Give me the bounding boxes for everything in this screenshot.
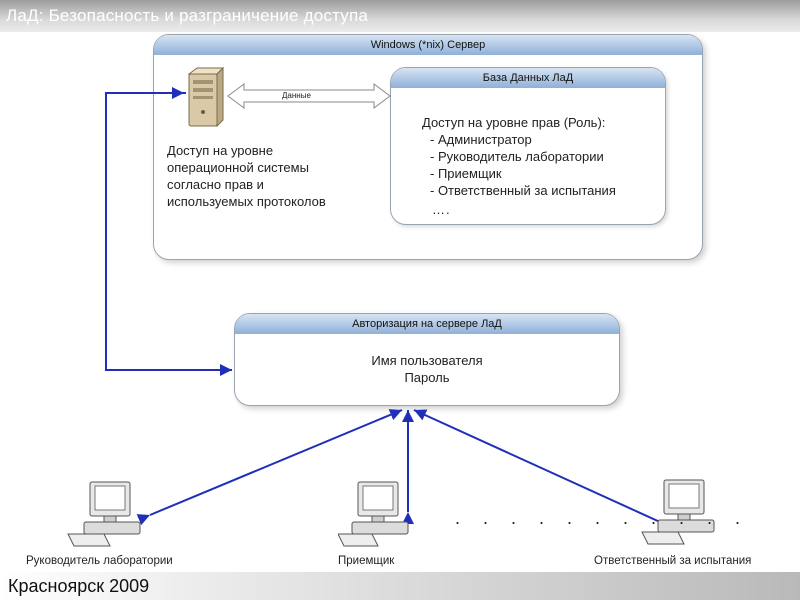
- connector-responsible: [413, 409, 674, 533]
- slide-title: ЛаД: Безопасность и разграничение доступ…: [6, 6, 369, 25]
- role-list: - Администратор - Руководитель лаборатор…: [422, 131, 616, 199]
- os-access-line: используемых протоколов: [167, 194, 326, 209]
- client-responsible: [640, 474, 720, 551]
- client-receiver: [337, 476, 418, 553]
- client-head-of-lab: [64, 476, 144, 553]
- password-label: Пароль: [404, 370, 450, 385]
- role-item: - Администратор: [430, 132, 532, 147]
- auth-fields: Имя пользователя Пароль: [235, 352, 619, 386]
- client-label-responsible: Ответственный за испытания: [594, 555, 752, 567]
- computer-icon: [67, 481, 141, 547]
- database-access-text: Доступ на уровне прав (Роль): - Админист…: [422, 114, 616, 199]
- computer-icon: [641, 479, 715, 545]
- database-panel: База Данных ЛаД: [390, 67, 666, 225]
- server-icon: [187, 66, 225, 128]
- role-list-more: ….: [432, 202, 451, 217]
- os-access-line: операционной системы: [167, 160, 309, 175]
- auth-panel-title: Авторизация на сервере ЛаД: [235, 314, 619, 334]
- role-item: - Приемщик: [430, 166, 502, 181]
- footer-bar: [0, 572, 800, 600]
- os-access-line: Доступ на уровне: [167, 143, 274, 158]
- os-access-line: согласно прав и: [167, 177, 264, 192]
- role-item: - Ответственный за испытания: [430, 183, 616, 198]
- header-bar: [0, 0, 800, 32]
- server-auth-connector: [105, 87, 232, 376]
- footer-text: Красноярск 2009: [8, 576, 150, 596]
- client-connectors: [136, 409, 674, 533]
- data-exchange-arrow: [227, 83, 391, 109]
- os-access-text: Доступ на уровне операционной системы со…: [167, 142, 326, 210]
- data-arrow-label: Данные: [282, 91, 311, 100]
- database-panel-title: База Данных ЛаД: [391, 68, 665, 88]
- client-label-receiver: Приемщик: [338, 555, 395, 567]
- username-label: Имя пользователя: [371, 353, 483, 368]
- connector-head-of-lab: [136, 409, 403, 526]
- database-access-heading: Доступ на уровне прав (Роль):: [422, 115, 606, 130]
- server-panel-title: Windows (*nix) Сервер: [154, 35, 702, 55]
- role-item: - Руководитель лаборатории: [430, 149, 604, 164]
- more-clients-dots: . . . . . . . . . . .: [455, 508, 750, 528]
- client-label-head-of-lab: Руководитель лаборатории: [26, 555, 173, 567]
- computer-icon: [337, 481, 409, 547]
- auth-panel: Авторизация на сервере ЛаД Имя пользоват…: [234, 313, 620, 406]
